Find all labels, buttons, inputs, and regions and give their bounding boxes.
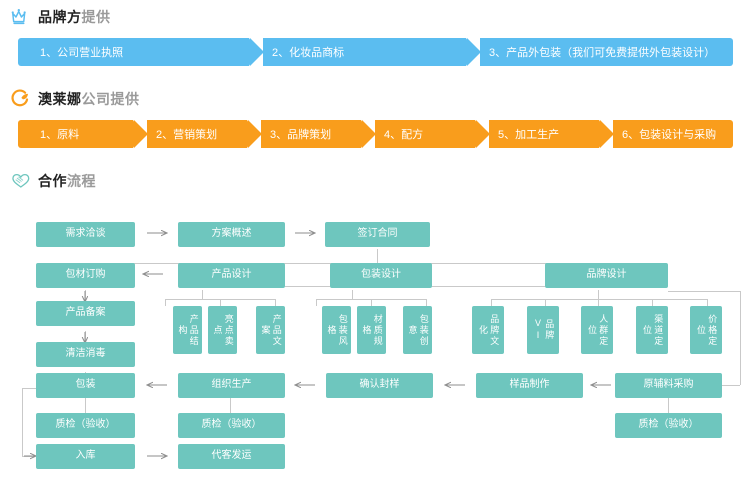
section-title-company-side: 澳莱娜公司提供 [38, 89, 140, 109]
ribbon-step-company-5[interactable]: 5、加工生产 [475, 120, 614, 148]
connector-line [85, 396, 86, 413]
ribbon-step-brand-2[interactable]: 2、化妆品商标 [249, 38, 481, 66]
connector-line [707, 299, 708, 306]
flow-node-pp-wenhua[interactable]: 品牌文化 [472, 306, 504, 354]
connector-line [377, 249, 378, 263]
flow-node-baocai[interactable]: 包材订购 [36, 263, 135, 288]
connector-line [202, 290, 203, 299]
connector-line [740, 291, 741, 385]
crown-icon [10, 6, 32, 28]
flow-node-zhijian-yuanfuliao[interactable]: 质检（验收） [615, 413, 722, 438]
ribbon-step-label: 4、配方 [384, 129, 424, 141]
ribbon-step-company-3[interactable]: 3、品牌策划 [247, 120, 376, 148]
ribbon-step-brand-1[interactable]: 1、公司营业执照 [18, 38, 264, 66]
connector-line [598, 299, 599, 306]
flow-node-ruku[interactable]: 入库 [36, 444, 135, 469]
section-title-strong: 品牌方 [38, 9, 82, 25]
connector-line [230, 396, 231, 413]
flow-node-pp-renqun[interactable]: 人群定位 [581, 306, 613, 354]
ribbon-step-label: 1、原料 [40, 129, 80, 141]
connector-line [652, 299, 653, 306]
connector-line [352, 290, 353, 299]
section-title-brand-side: 品牌方提供 [38, 7, 111, 27]
section-title-dim: 公司提供 [81, 91, 140, 107]
ribbon-step-brand-3[interactable]: 3、产品外包装（我们可免费提供外包装设计） [466, 38, 733, 66]
connector-line [598, 290, 599, 299]
flow-node-chanpin-beian[interactable]: 产品备案 [36, 301, 135, 326]
ribbon-company-side: 1、原料 2、营销策划 3、品牌策划 4、配方 5、加工生产 6、包装设计与采购 [18, 120, 733, 148]
flow-node-bz-guige[interactable]: 材质规格 [357, 306, 386, 354]
flow-node-pp-qudao[interactable]: 渠道定位 [636, 306, 668, 354]
ribbon-step-company-4[interactable]: 4、配方 [361, 120, 490, 148]
ribbon-step-company-2[interactable]: 2、营销策划 [133, 120, 262, 148]
connector-line [22, 388, 36, 389]
flow-node-cp-wenan[interactable]: 产品文案 [256, 306, 285, 354]
connector-line [491, 299, 707, 300]
flow-node-fangan[interactable]: 方案概述 [178, 222, 285, 247]
flow-node-queren[interactable]: 确认封样 [326, 373, 433, 398]
flow-node-cp-jiegou[interactable]: 产品结构 [173, 306, 202, 354]
flow-node-zhijian-zuzhi[interactable]: 质检（验收） [178, 413, 285, 438]
connector-line [316, 299, 317, 306]
section-title-strong: 澳莱娜 [38, 91, 82, 107]
flow-node-cp-liangdian[interactable]: 亮点卖点 [208, 306, 237, 354]
flow-node-qianding[interactable]: 签订合同 [325, 222, 430, 247]
flow-node-yangpin[interactable]: 样品制作 [476, 373, 583, 398]
ribbon-step-company-6[interactable]: 6、包装设计与采购 [599, 120, 733, 148]
flow-chart: 需求洽谈 方案概述 签订合同 包材订购 产品设计 包装设计 品牌设计 产品结构 … [0, 205, 750, 484]
ribbon-step-label: 2、化妆品商标 [272, 47, 345, 59]
handshake-icon [10, 170, 32, 192]
connector-line [722, 385, 740, 386]
ribbon-step-label: 1、公司营业执照 [40, 47, 124, 59]
flow-node-yuanfuliao[interactable]: 原辅料采购 [615, 373, 722, 398]
flow-node-pp-vi[interactable]: 品牌VI [527, 306, 559, 354]
section-title-strong: 合作 [38, 173, 67, 189]
connector-line [491, 299, 492, 306]
ribbon-step-label: 5、加工生产 [498, 129, 560, 141]
flow-node-daike[interactable]: 代客发运 [178, 444, 285, 469]
ribbon-step-label: 6、包装设计与采购 [622, 129, 717, 141]
connector-line [85, 290, 86, 301]
flow-node-pinpai-sheji[interactable]: 品牌设计 [545, 263, 668, 288]
connector-line [371, 299, 372, 306]
flow-node-xuqiu[interactable]: 需求洽谈 [36, 222, 135, 247]
leaf-circle-icon [10, 88, 32, 110]
flow-node-zuzhi[interactable]: 组织生产 [178, 373, 285, 398]
connector-line [285, 286, 330, 287]
connector-line [165, 299, 166, 306]
flow-node-baozhuang[interactable]: 包装 [36, 373, 135, 398]
section-title-dim: 提供 [81, 9, 111, 25]
ribbon-step-company-1[interactable]: 1、原料 [18, 120, 148, 148]
flow-node-zhijian-baozhuang[interactable]: 质检（验收） [36, 413, 135, 438]
connector-line [220, 299, 221, 306]
flow-node-bz-fengge[interactable]: 包装风格 [322, 306, 351, 354]
connector-line [668, 291, 740, 292]
connector-line [668, 396, 669, 413]
connector-line [432, 286, 545, 287]
connector-line [275, 299, 276, 306]
ribbon-step-label: 3、产品外包装（我们可免费提供外包装设计） [489, 47, 716, 59]
section-title-dim: 流程 [67, 173, 96, 189]
section-header-brand-side: 品牌方提供 [10, 6, 111, 28]
ribbon-step-label: 3、品牌策划 [270, 129, 332, 141]
section-header-company-side: 澳莱娜公司提供 [10, 88, 140, 110]
ribbon-brand-side: 1、公司营业执照 2、化妆品商标 3、产品外包装（我们可免费提供外包装设计） [18, 38, 733, 66]
connector-line [426, 299, 427, 306]
flow-node-chanpin-sheji[interactable]: 产品设计 [178, 263, 285, 288]
connector-line [22, 388, 23, 456]
section-title-cooperation-flow: 合作流程 [38, 171, 96, 191]
section-header-cooperation-flow: 合作流程 [10, 170, 96, 192]
connector-line [85, 331, 86, 342]
connector-line [545, 299, 546, 306]
flow-node-pp-jiage[interactable]: 价格定位 [690, 306, 722, 354]
connector-line [22, 456, 34, 457]
ribbon-step-label: 2、营销策划 [156, 129, 218, 141]
flow-node-bz-chuangyi[interactable]: 包装创意 [403, 306, 432, 354]
flow-node-qingjie[interactable]: 清洁消毒 [36, 342, 135, 367]
flow-node-baozhuang-sheji[interactable]: 包装设计 [330, 263, 432, 288]
